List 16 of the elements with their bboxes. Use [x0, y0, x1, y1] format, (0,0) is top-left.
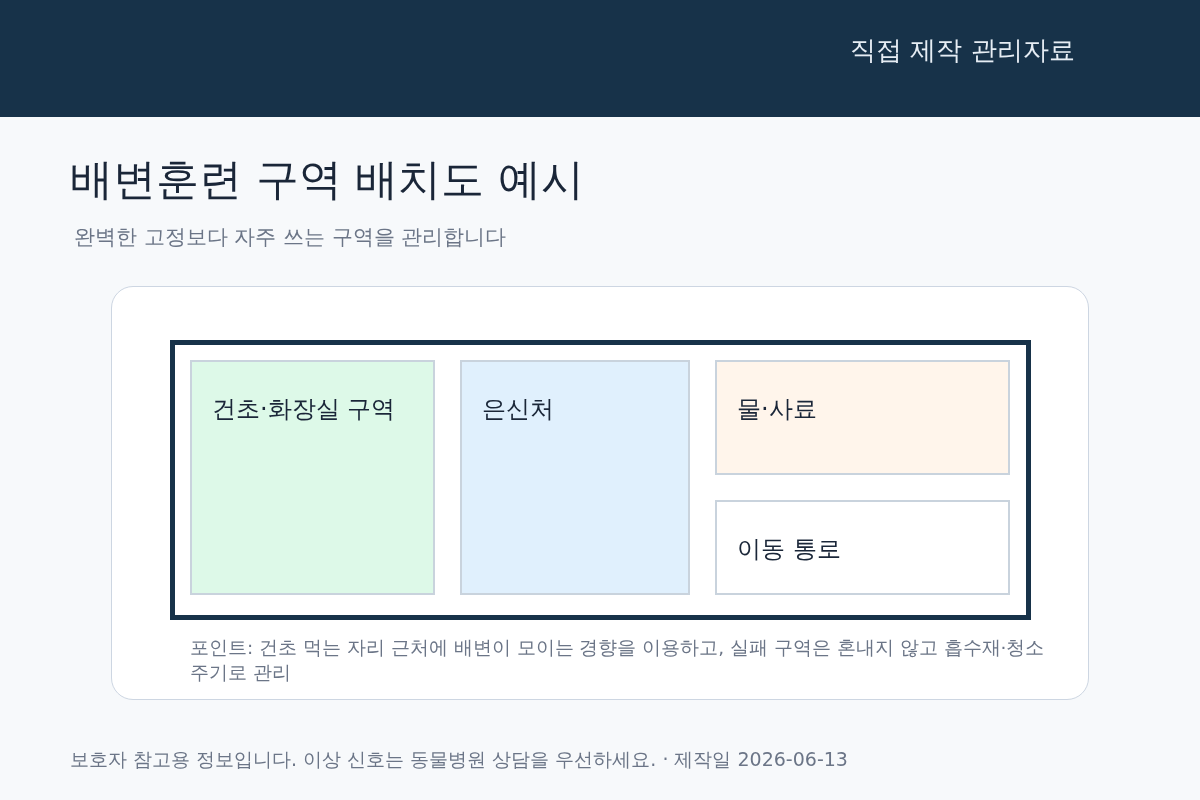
footer-note: 보호자 참고용 정보입니다. 이상 신호는 동물병원 상담을 우선하세요. · 제작일 2026-06-13 [70, 747, 848, 772]
tip-text: 포인트: 건초 먹는 자리 근처에 배변이 모이는 경향을 이용하고, 실패 구역은 혼내지 않고 흡수재·청소 주기로 관리 [190, 636, 1046, 685]
zone-label: 물·사료 [737, 394, 817, 424]
zone-box [190, 360, 435, 595]
enclosure-frame [170, 340, 1031, 620]
header-bar [0, 0, 1200, 117]
panel [111, 286, 1089, 700]
zone-box [715, 500, 1010, 595]
subtitle: 완벽한 고정보다 자주 쓰는 구역을 관리합니다 [74, 224, 507, 251]
header-text: 직접 제작 관리자료 [850, 34, 1075, 67]
zone-label: 이동 통로 [737, 534, 841, 564]
zone-label: 은신처 [482, 394, 554, 424]
zone-box [715, 360, 1010, 475]
zone-label: 건초·화장실 구역 [212, 394, 396, 424]
title: 배변훈련 구역 배치도 예시 [70, 153, 584, 206]
zone-box [460, 360, 690, 595]
